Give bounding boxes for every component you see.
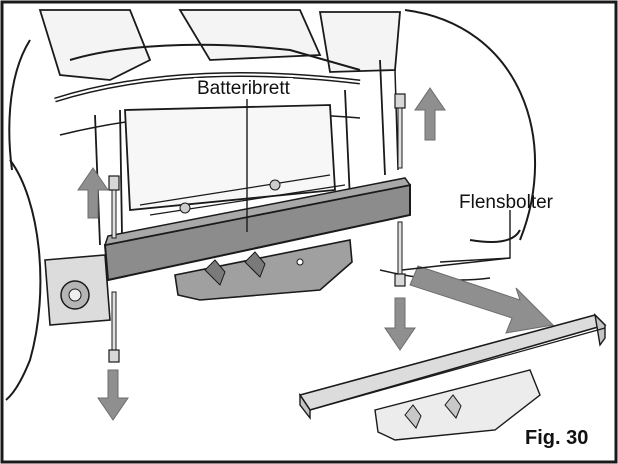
arrow-up-right (414, 87, 446, 141)
flange-bolt-right-bottom (394, 221, 406, 287)
flange-bolt-left-bottom (108, 291, 120, 363)
flange-bolts-label: Flensbolter (459, 192, 553, 213)
arrow-up-left (77, 167, 109, 219)
arrow-down-right (384, 297, 416, 351)
left-wheel-curve (5, 159, 42, 401)
battery-box (124, 104, 336, 211)
arrow-down-left (97, 369, 129, 421)
flange-bolt-right-top (394, 93, 406, 169)
tray-bracket (174, 239, 353, 301)
body-panel-left (38, 9, 152, 81)
fender-curve (404, 9, 537, 241)
body-panel-mid (178, 9, 322, 61)
figure-caption: Fig. 30 (525, 427, 589, 449)
battery-tray-label: Batteribrett (194, 78, 293, 99)
flange-bolt-left-top (108, 175, 120, 239)
arrow-removal (409, 265, 555, 334)
